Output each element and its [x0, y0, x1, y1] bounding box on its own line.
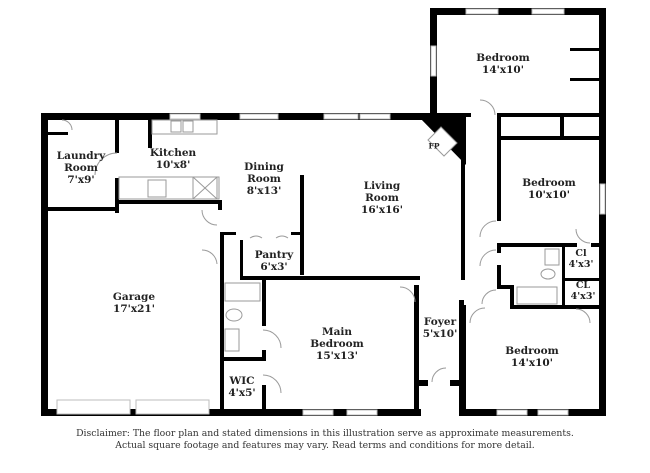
room-dimensions: 5'x10'	[422, 328, 458, 340]
room-dimensions: 16'x16'	[361, 204, 403, 216]
disclaimer-line-1: Disclaimer: The floor plan and stated di…	[76, 428, 574, 439]
room-dimensions: 7'x9'	[67, 174, 95, 186]
room-label-kitchen: Kitchen 10'x8'	[150, 147, 196, 171]
room-name: Room	[365, 192, 399, 204]
room-dimensions: 6'x3'	[260, 261, 288, 273]
disclaimer: Disclaimer: The floor plan and stated di…	[0, 428, 650, 452]
room-dimensions: 10'x10'	[528, 189, 570, 201]
room-name: Bedroom	[476, 52, 530, 64]
room-label-laundry: Laundry Room 7'x9'	[57, 150, 105, 186]
room-name: Garage	[112, 291, 156, 303]
room-dimensions: 17'x21'	[113, 303, 155, 315]
room-name: Dining	[244, 161, 284, 173]
room-name: CL	[575, 280, 591, 291]
room-name: Bedroom	[505, 345, 559, 357]
room-dimensions: 15'x13'	[316, 350, 358, 362]
room-label-main-bedroom: Main Bedroom 15'x13'	[310, 326, 364, 362]
doors	[61, 99, 591, 394]
room-dimensions: 4'x3'	[568, 259, 594, 270]
room-label-bedroom-top: Bedroom 14'x10'	[476, 52, 530, 76]
windows	[56, 8, 606, 416]
room-dimensions: 4'x3'	[570, 291, 596, 302]
room-name: Pantry	[254, 249, 294, 261]
room-name: Living	[363, 180, 401, 192]
room-name: Bedroom	[310, 338, 364, 350]
room-dimensions: 8'x13'	[246, 185, 282, 197]
room-dimensions: 14'x10'	[482, 64, 524, 76]
room-label-living: Living Room 16'x16'	[361, 180, 403, 216]
room-name: Room	[247, 173, 281, 185]
room-label-wic: WIC 4'x5'	[228, 375, 255, 399]
room-label-dining: Dining Room 8'x13'	[244, 161, 284, 197]
room-name: Kitchen	[149, 147, 197, 159]
room-name: Foyer	[423, 316, 457, 328]
room-name: Bedroom	[522, 177, 576, 189]
room-label-garage: Garage 17'x21'	[113, 291, 155, 315]
room-name: WIC	[229, 375, 255, 387]
disclaimer-line-2: Actual square footage and features may v…	[115, 440, 535, 451]
room-name: Room	[64, 162, 98, 174]
room-label-closet-2: CL 4'x3'	[571, 280, 596, 302]
room-dimensions: 14'x10'	[511, 357, 553, 369]
room-dimensions: 4'x5'	[228, 387, 256, 399]
room-label-bedroom-bottom: Bedroom 14'x10'	[505, 345, 559, 369]
interior-walls	[41, 48, 601, 416]
room-label-pantry: Pantry 6'x3'	[255, 249, 294, 273]
room-label-foyer: Foyer 5'x10'	[423, 316, 458, 340]
room-name: Main	[321, 326, 353, 338]
fireplace-label: FP	[428, 141, 440, 151]
room-label-bedroom-right: Bedroom 10'x10'	[522, 177, 576, 201]
room-dimensions: 10'x8'	[155, 159, 191, 171]
room-label-closet-1: Cl 4'x3'	[569, 248, 594, 270]
room-name: Laundry	[56, 150, 106, 162]
fireplace	[418, 116, 466, 165]
room-name: Cl	[575, 248, 587, 259]
fixtures	[118, 119, 560, 352]
